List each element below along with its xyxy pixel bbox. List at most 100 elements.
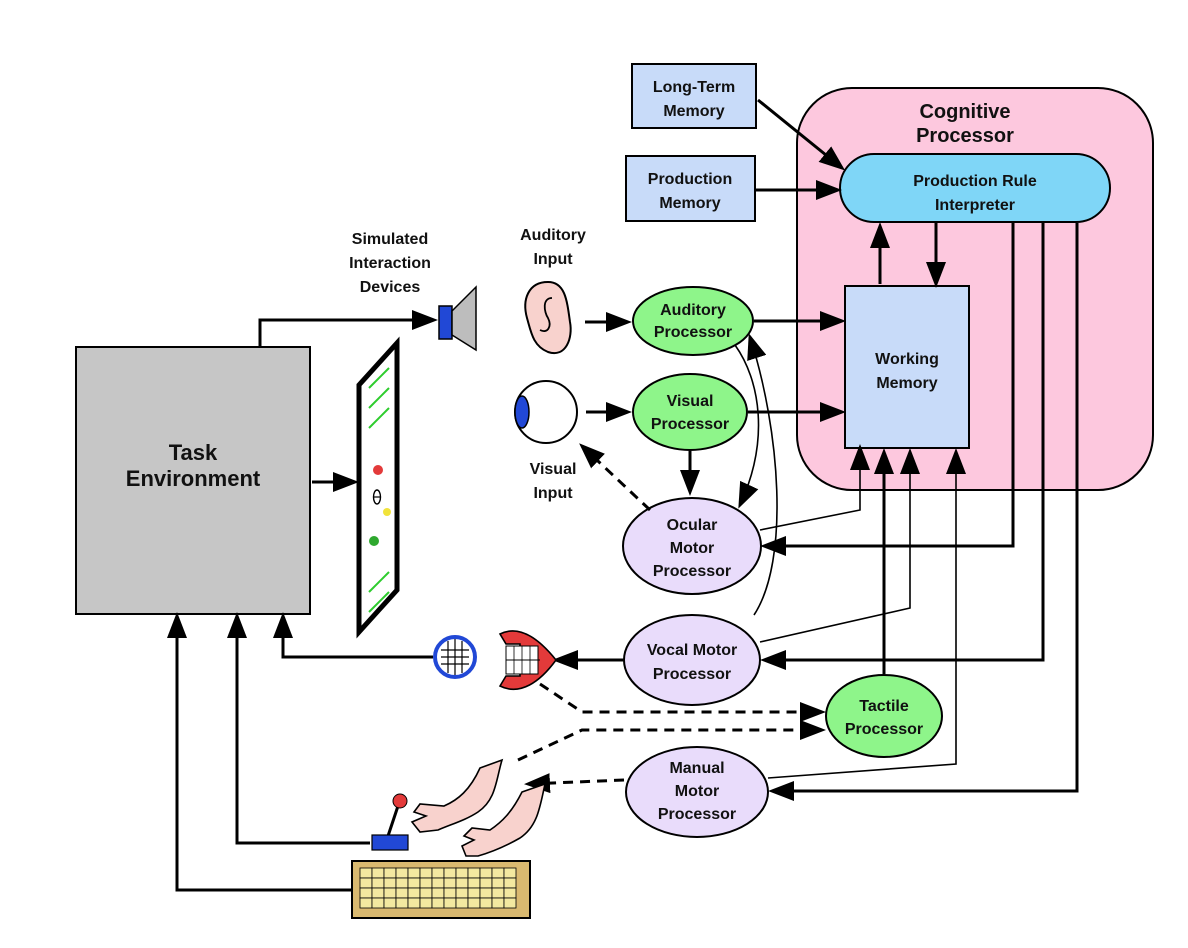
- svg-text:Motor: Motor: [670, 540, 714, 557]
- keyboard-key: [431, 867, 445, 879]
- mic-to-env-arrow: [273, 612, 433, 659]
- keyboard-key: [419, 887, 433, 899]
- keyboard-key: [383, 887, 397, 899]
- keyboard-key: [479, 867, 493, 879]
- long-term-memory-box: Long-Term Memory: [631, 63, 757, 129]
- microphone-grid-icon: [433, 635, 477, 679]
- keyboard-key: [383, 867, 397, 879]
- production-memory-label-line1: Production: [648, 171, 732, 188]
- keyboard-key: [407, 867, 421, 879]
- vocal-to-wm-line: [759, 448, 920, 643]
- svg-text:Simulated: Simulated: [352, 231, 428, 248]
- working-memory-label-line2: Memory: [876, 375, 937, 392]
- production-memory-box: Production Memory: [625, 155, 756, 222]
- production-rule-interpreter: Production Rule Interpreter: [839, 153, 1111, 223]
- keyboard-key: [491, 897, 505, 909]
- interpreter-to-ocular-arrow: [760, 223, 1015, 556]
- production-rule-interpreter-line2: Interpreter: [935, 197, 1015, 214]
- vocal-to-auditory-curve: [747, 333, 778, 616]
- keyboard-key: [491, 877, 505, 889]
- task-environment-label-line2: Environment: [126, 466, 261, 491]
- keyboard-key: [371, 867, 385, 879]
- ear-icon: [524, 280, 572, 355]
- keyboard-key: [359, 897, 373, 909]
- manual-to-hand-arrow: [524, 773, 625, 794]
- keyboard-key: [383, 897, 397, 909]
- keyboard-key: [395, 897, 409, 909]
- svg-text:Visual: Visual: [530, 461, 577, 478]
- hand-icon: [410, 758, 547, 857]
- keyboard-key: [383, 877, 397, 889]
- eye-icon: [514, 380, 578, 444]
- svg-text:Input: Input: [533, 485, 573, 502]
- task-environment-box: Task Environment: [75, 346, 311, 615]
- keyboard-key: [443, 867, 457, 879]
- joystick-icon: [371, 793, 409, 851]
- env-to-speaker-arrow: [258, 310, 438, 347]
- keyboard-key: [359, 867, 373, 879]
- keyboard-key: [395, 877, 409, 889]
- simulated-devices-label: Simulated Interaction Devices: [349, 231, 431, 296]
- keyboard-key: [503, 897, 517, 909]
- keyboard-icon: [351, 860, 531, 919]
- svg-text:Visual: Visual: [667, 393, 714, 410]
- keyboard-key: [359, 877, 373, 889]
- keyboard-key: [455, 877, 469, 889]
- keyboard-key: [419, 867, 433, 879]
- keyboard-key: [359, 887, 373, 899]
- cognitive-processor-title-line1: Cognitive: [919, 101, 1010, 123]
- svg-text:Manual: Manual: [669, 760, 724, 777]
- visual-input-label: Visual Input: [530, 461, 577, 502]
- ocular-to-eye-arrow: [579, 443, 652, 512]
- keyboard-key: [443, 877, 457, 889]
- keyboard-key: [455, 867, 469, 879]
- keyboard-key: [419, 897, 433, 909]
- tactile-processor: Tactile Processor: [825, 674, 943, 758]
- svg-text:Input: Input: [533, 251, 573, 268]
- keyboard-key: [467, 887, 481, 899]
- keyboard-key: [419, 877, 433, 889]
- keyboard-key: [371, 887, 385, 899]
- svg-text:Processor: Processor: [651, 416, 729, 433]
- long-term-memory-label-line2: Memory: [663, 103, 724, 120]
- keyboard-to-env-arrow: [167, 612, 352, 892]
- svg-text:Devices: Devices: [360, 279, 421, 296]
- keyboard-key: [467, 877, 481, 889]
- keyboard-key: [443, 897, 457, 909]
- keyboard-key: [503, 877, 517, 889]
- auditory-processor: Auditory Processor: [632, 286, 754, 356]
- mouth-to-tactile-arrow: [539, 682, 826, 722]
- joystick-to-env-arrow: [227, 612, 370, 845]
- interpreter-to-manual-arrow: [768, 223, 1079, 801]
- auditory-input-label: Auditory Input: [520, 227, 586, 268]
- display-screen-icon: [356, 336, 400, 639]
- keyboard-key: [479, 887, 493, 899]
- svg-text:Processor: Processor: [845, 721, 923, 738]
- auditory-to-ocular-curve: [734, 344, 760, 509]
- keyboard-key: [467, 897, 481, 909]
- keyboard-key: [371, 877, 385, 889]
- svg-text:Tactile: Tactile: [859, 698, 909, 715]
- cognitive-processor-title-line2: Processor: [916, 125, 1014, 147]
- keyboard-key: [431, 897, 445, 909]
- svg-text:Interaction: Interaction: [349, 255, 431, 272]
- keyboard-key: [371, 897, 385, 909]
- keyboard-key: [407, 897, 421, 909]
- keyboard-key: [407, 887, 421, 899]
- ltm-to-interpreter-arrow: [757, 98, 846, 171]
- keyboard-key: [431, 877, 445, 889]
- long-term-memory-label-line1: Long-Term: [653, 79, 735, 96]
- task-environment-label-line1: Task: [169, 440, 218, 465]
- keyboard-key: [503, 867, 517, 879]
- svg-text:Ocular: Ocular: [667, 517, 718, 534]
- keyboard-key: [407, 877, 421, 889]
- keyboard-key: [503, 887, 517, 899]
- vocal-motor-processor: Vocal Motor Processor: [623, 614, 761, 706]
- keyboard-key: [431, 887, 445, 899]
- working-memory-label-line1: Working: [875, 351, 939, 368]
- keyboard-key: [491, 887, 505, 899]
- ocular-to-wm-line: [759, 444, 870, 531]
- svg-text:Auditory: Auditory: [520, 227, 586, 244]
- production-memory-label-line2: Memory: [659, 195, 720, 212]
